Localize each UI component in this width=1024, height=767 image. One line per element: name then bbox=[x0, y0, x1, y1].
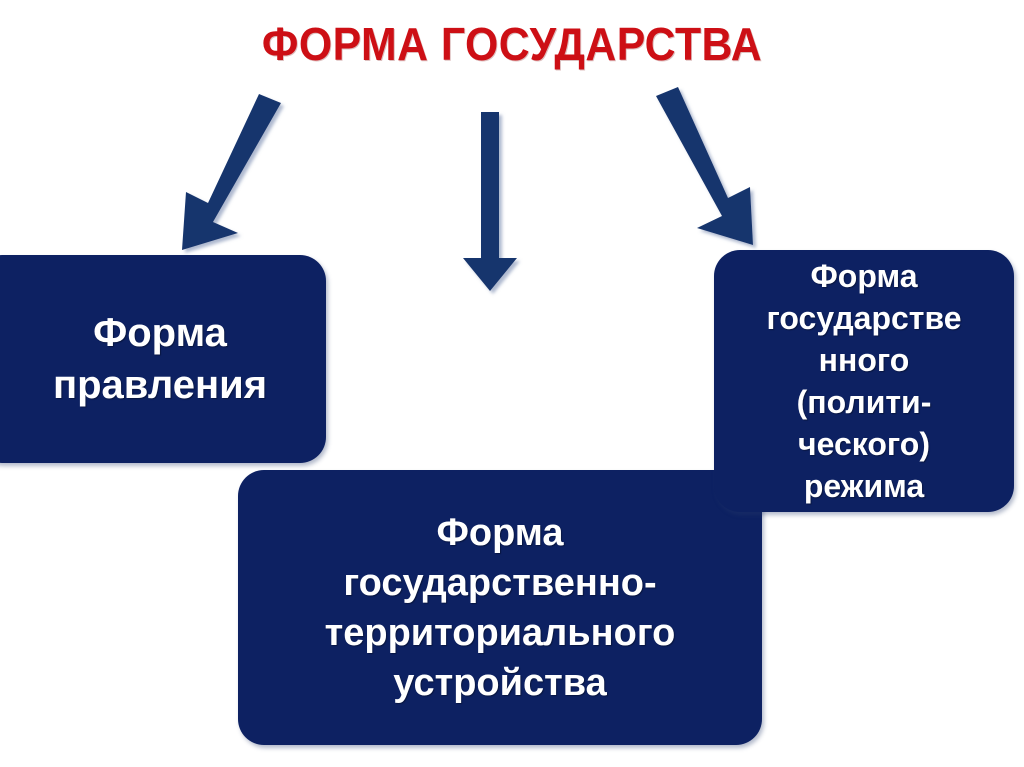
node-political-regime-label: Форма государстве нного (полити- ческого… bbox=[766, 258, 962, 504]
arrow-to-territorial-structure bbox=[463, 112, 517, 291]
node-form-of-government-label: Форма правления bbox=[52, 311, 268, 407]
arrow-to-form-of-government bbox=[182, 94, 281, 250]
node-territorial-structure-label: Форма государственно- территориального у… bbox=[324, 511, 676, 704]
node-political-regime[interactable]: Форма государстве нного (полити- ческого… bbox=[714, 250, 1014, 512]
node-form-of-government[interactable]: Форма правления bbox=[0, 255, 326, 463]
page-title: ФОРМА ГОСУДАРСТВА bbox=[261, 18, 763, 70]
node-territorial-structure[interactable]: Форма государственно- территориального у… bbox=[238, 470, 762, 745]
arrow-to-political-regime bbox=[656, 87, 753, 245]
